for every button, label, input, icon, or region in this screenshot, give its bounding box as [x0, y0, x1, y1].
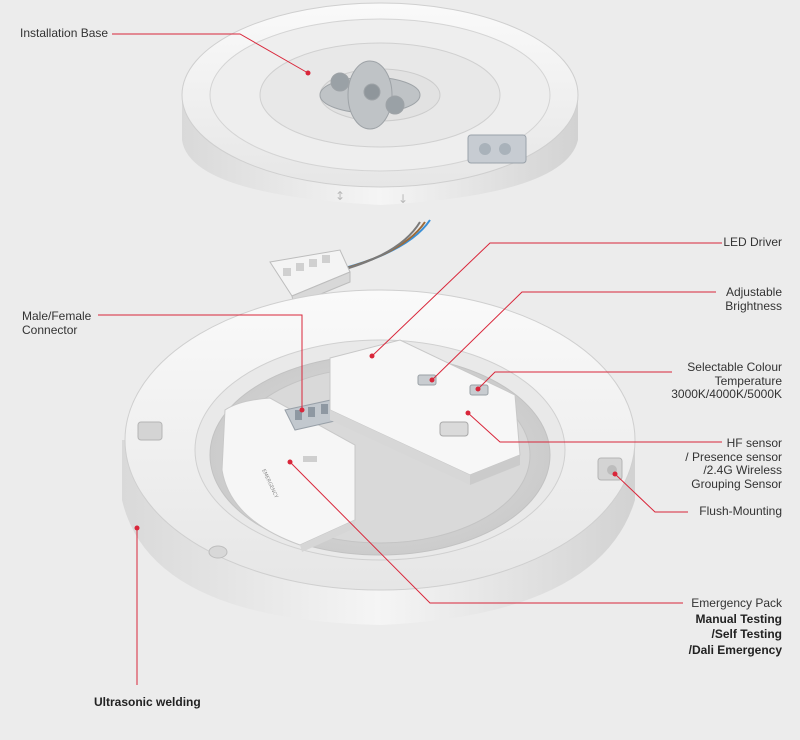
sensor-window: [439, 421, 469, 437]
cross-hub: [319, 60, 421, 130]
base-terminal-block: [467, 134, 527, 164]
label-line: Adjustable: [725, 285, 782, 299]
svg-text:↓: ↓: [398, 192, 408, 206]
label-line: /Self Testing: [711, 627, 782, 641]
leader-emergency-pack: [289, 461, 683, 604]
label-line: Selectable Colour: [687, 360, 782, 374]
installation-base: ↕ ↓: [181, 2, 579, 206]
leader-dots: [134, 70, 618, 531]
label-line: Male/Female: [22, 309, 92, 323]
led-driver-module: [329, 339, 521, 485]
label-line: /Dali Emergency: [688, 642, 782, 657]
leader-installation-base: [112, 33, 309, 74]
label-line: Brightness: [725, 298, 782, 313]
leader-male-female-connector: [98, 314, 303, 410]
label-led-driver: LED Driver: [723, 235, 782, 249]
label-line: Temperature: [714, 373, 782, 388]
label-hf-sensor: HF sensor / Presence sensor /2.4G Wirele…: [685, 436, 782, 491]
label-line: /2.4G Wireless: [703, 463, 782, 477]
label-line: Connector: [22, 322, 78, 337]
label-line: Emergency Pack: [691, 596, 782, 610]
leader-hf-sensor: [467, 412, 722, 443]
leader-adjustable-brightness: [431, 291, 716, 381]
label-emergency-pack: Emergency Pack Manual Testing /Self Test…: [688, 596, 782, 657]
label-adjustable-brightness: Adjustable Brightness: [725, 285, 782, 313]
svg-text:↕: ↕: [335, 189, 345, 203]
label-line: HF sensor: [726, 436, 782, 450]
label-installation-base: Installation Base: [20, 26, 109, 40]
leader-colour-temperature: [477, 371, 672, 390]
label-line: 3000K/4000K/5000K: [671, 387, 782, 401]
left-clip: [137, 421, 163, 441]
label-selectable-colour-temperature: Selectable Colour Temperature 3000K/4000…: [671, 360, 782, 402]
leader-lines: [98, 33, 722, 685]
emergency-pack-module: EMERGENCY: [221, 397, 356, 552]
wires: [334, 219, 431, 273]
brightness-switch: [417, 374, 437, 386]
leader-led-driver: [371, 242, 722, 357]
label-flush-mounting: Flush-Mounting: [699, 504, 782, 518]
label-male-female-connector: Male/Female Connector: [22, 309, 92, 337]
label-ultrasonic-welding: Ultrasonic welding: [94, 695, 201, 709]
main-housing: [122, 289, 636, 625]
label-line: Manual Testing: [695, 611, 782, 626]
label-line: / Presence sensor: [685, 449, 782, 464]
label-line: Grouping Sensor: [691, 476, 782, 491]
leader-flush-mounting: [614, 473, 688, 513]
